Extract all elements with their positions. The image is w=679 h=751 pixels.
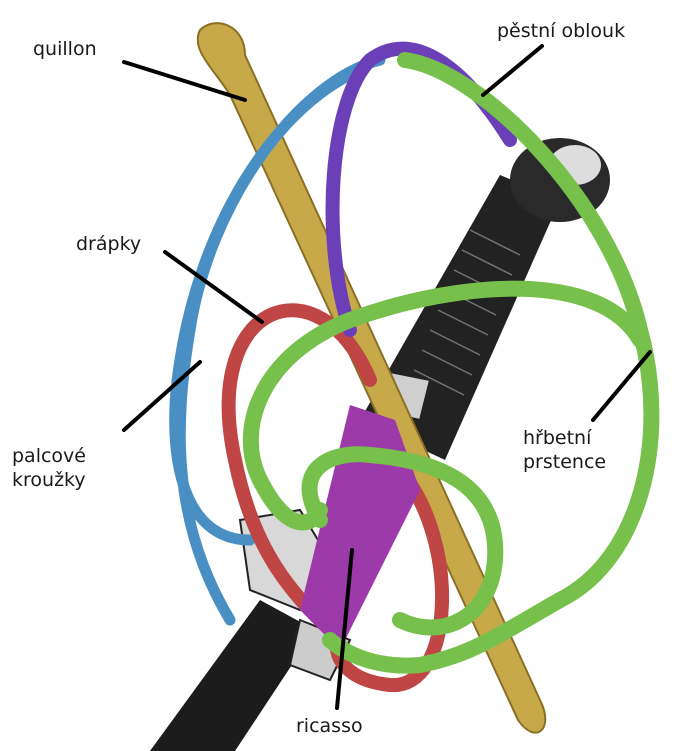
label-palcove-line2: kroužky <box>12 468 86 492</box>
leader-palcove <box>124 362 200 430</box>
label-drapky: drápky <box>76 232 141 256</box>
label-palcove-krouzky: palcové kroužky <box>12 444 86 492</box>
label-pestni-oblouk: pěstní oblouk <box>497 19 625 43</box>
label-hrbetni-line1: hřbetní <box>523 426 606 450</box>
leader-pestni-oblouk <box>483 46 542 95</box>
label-ricasso: ricasso <box>296 714 363 738</box>
label-hrbetni-prstence: hřbetní prstence <box>523 426 606 474</box>
label-palcove-line1: palcové <box>12 444 86 468</box>
leader-drapky <box>165 252 262 322</box>
label-hrbetni-line2: prstence <box>523 450 606 474</box>
leader-hrbetni <box>593 352 650 420</box>
label-quillon: quillon <box>33 37 97 61</box>
